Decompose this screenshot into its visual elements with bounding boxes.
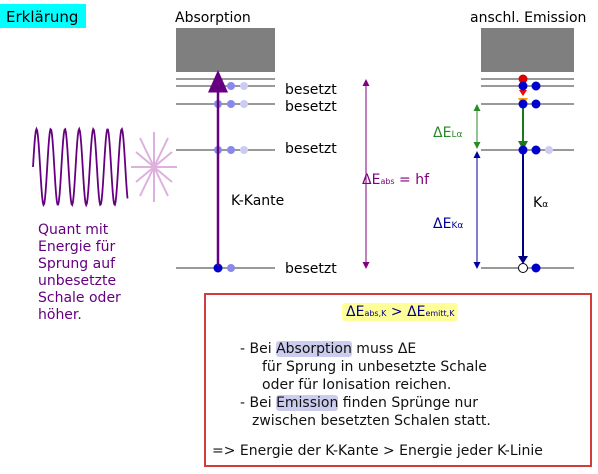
electron xyxy=(518,74,528,84)
info-text: finden Sprünge nur xyxy=(338,395,479,411)
quant-line: Sprung auf xyxy=(38,256,116,272)
electron xyxy=(531,145,541,155)
k-kante-label: K-Kante xyxy=(231,193,284,209)
quant-line: Schale oder xyxy=(38,290,121,306)
title-erklaerung: Erklärung xyxy=(0,4,86,28)
electron xyxy=(227,264,235,272)
ineq-right-sub: emitt,K xyxy=(425,309,455,318)
electron-hole xyxy=(518,263,528,273)
quant-line: unbesetzte xyxy=(38,273,116,289)
info-line-3: oder für Ionisation reichen. xyxy=(262,377,452,393)
electron xyxy=(518,145,528,155)
info-line-1: - Bei Absorption muss ΔE xyxy=(240,341,416,357)
quant-description: Quant mit Energie für Sprung auf unbeset… xyxy=(38,222,121,323)
info-text: - Bei xyxy=(240,341,277,357)
emission-level-diagram: Kα xyxy=(481,28,574,273)
info-conclusion: => Energie der K-Kante > Energie jeder K… xyxy=(212,443,543,459)
absorption-continuum-band xyxy=(176,28,275,72)
quant-line: höher. xyxy=(38,307,82,323)
info-text: muss ΔE xyxy=(351,341,417,357)
highlight-emission: Emission xyxy=(276,395,339,411)
delta-e-abs-label: ΔEabs = hf xyxy=(362,172,430,188)
ineq-right: ΔE xyxy=(407,304,426,320)
ineq-left: ΔE xyxy=(346,304,365,320)
absorption-level-diagram: K-Kante xyxy=(176,28,284,273)
explanation-box: ΔEabs,K > ΔEemitt,K - Bei Absorption mus… xyxy=(204,293,592,467)
info-line-4: - Bei Emission finden Sprünge nur xyxy=(240,395,478,411)
electron xyxy=(531,263,541,273)
shell-label-besetzt: besetzt xyxy=(285,82,337,98)
electron xyxy=(240,82,248,90)
transition-arrowhead-red xyxy=(519,90,527,96)
electron xyxy=(531,99,541,109)
ineq-left-sub: abs,K xyxy=(364,309,387,318)
delta-e-l-alpha-label: ΔELα xyxy=(433,125,462,141)
electron xyxy=(227,82,235,90)
emission-heading: anschl. Emission xyxy=(470,10,586,26)
quant-line: Energie für xyxy=(38,239,115,255)
electron xyxy=(518,81,528,91)
shell-label-besetzt: besetzt xyxy=(285,141,337,157)
electron xyxy=(240,146,248,154)
electron xyxy=(531,81,541,91)
info-line-2: für Sprung in unbesetzte Schale xyxy=(262,359,487,375)
electron xyxy=(518,99,528,109)
electron xyxy=(227,146,235,154)
electron xyxy=(240,100,248,108)
electron xyxy=(213,263,223,273)
k-alpha-arrowhead xyxy=(518,256,528,264)
absorption-heading: Absorption xyxy=(175,10,251,26)
highlight-absorption: Absorption xyxy=(276,341,352,357)
energy-inequality: ΔEabs,K > ΔEemitt,K xyxy=(342,303,459,321)
title-erklaerung-text: Erklärung xyxy=(6,8,78,26)
info-line-5: zwischen besetzten Schalen statt. xyxy=(252,413,491,429)
emission-continuum-band xyxy=(481,28,574,72)
delta-e-k-alpha-label: ΔEKα xyxy=(433,216,463,232)
shell-label-besetzt: besetzt xyxy=(285,261,337,277)
shell-label-besetzt: besetzt xyxy=(285,99,337,115)
info-text: - Bei xyxy=(240,395,277,411)
photon-impact-starburst xyxy=(131,132,177,202)
electron xyxy=(227,100,235,108)
ineq-operator: > xyxy=(386,304,408,320)
photon-wave xyxy=(32,126,129,208)
quant-line: Quant mit xyxy=(38,222,109,238)
k-alpha-label: Kα xyxy=(533,195,548,211)
electron xyxy=(545,146,553,154)
